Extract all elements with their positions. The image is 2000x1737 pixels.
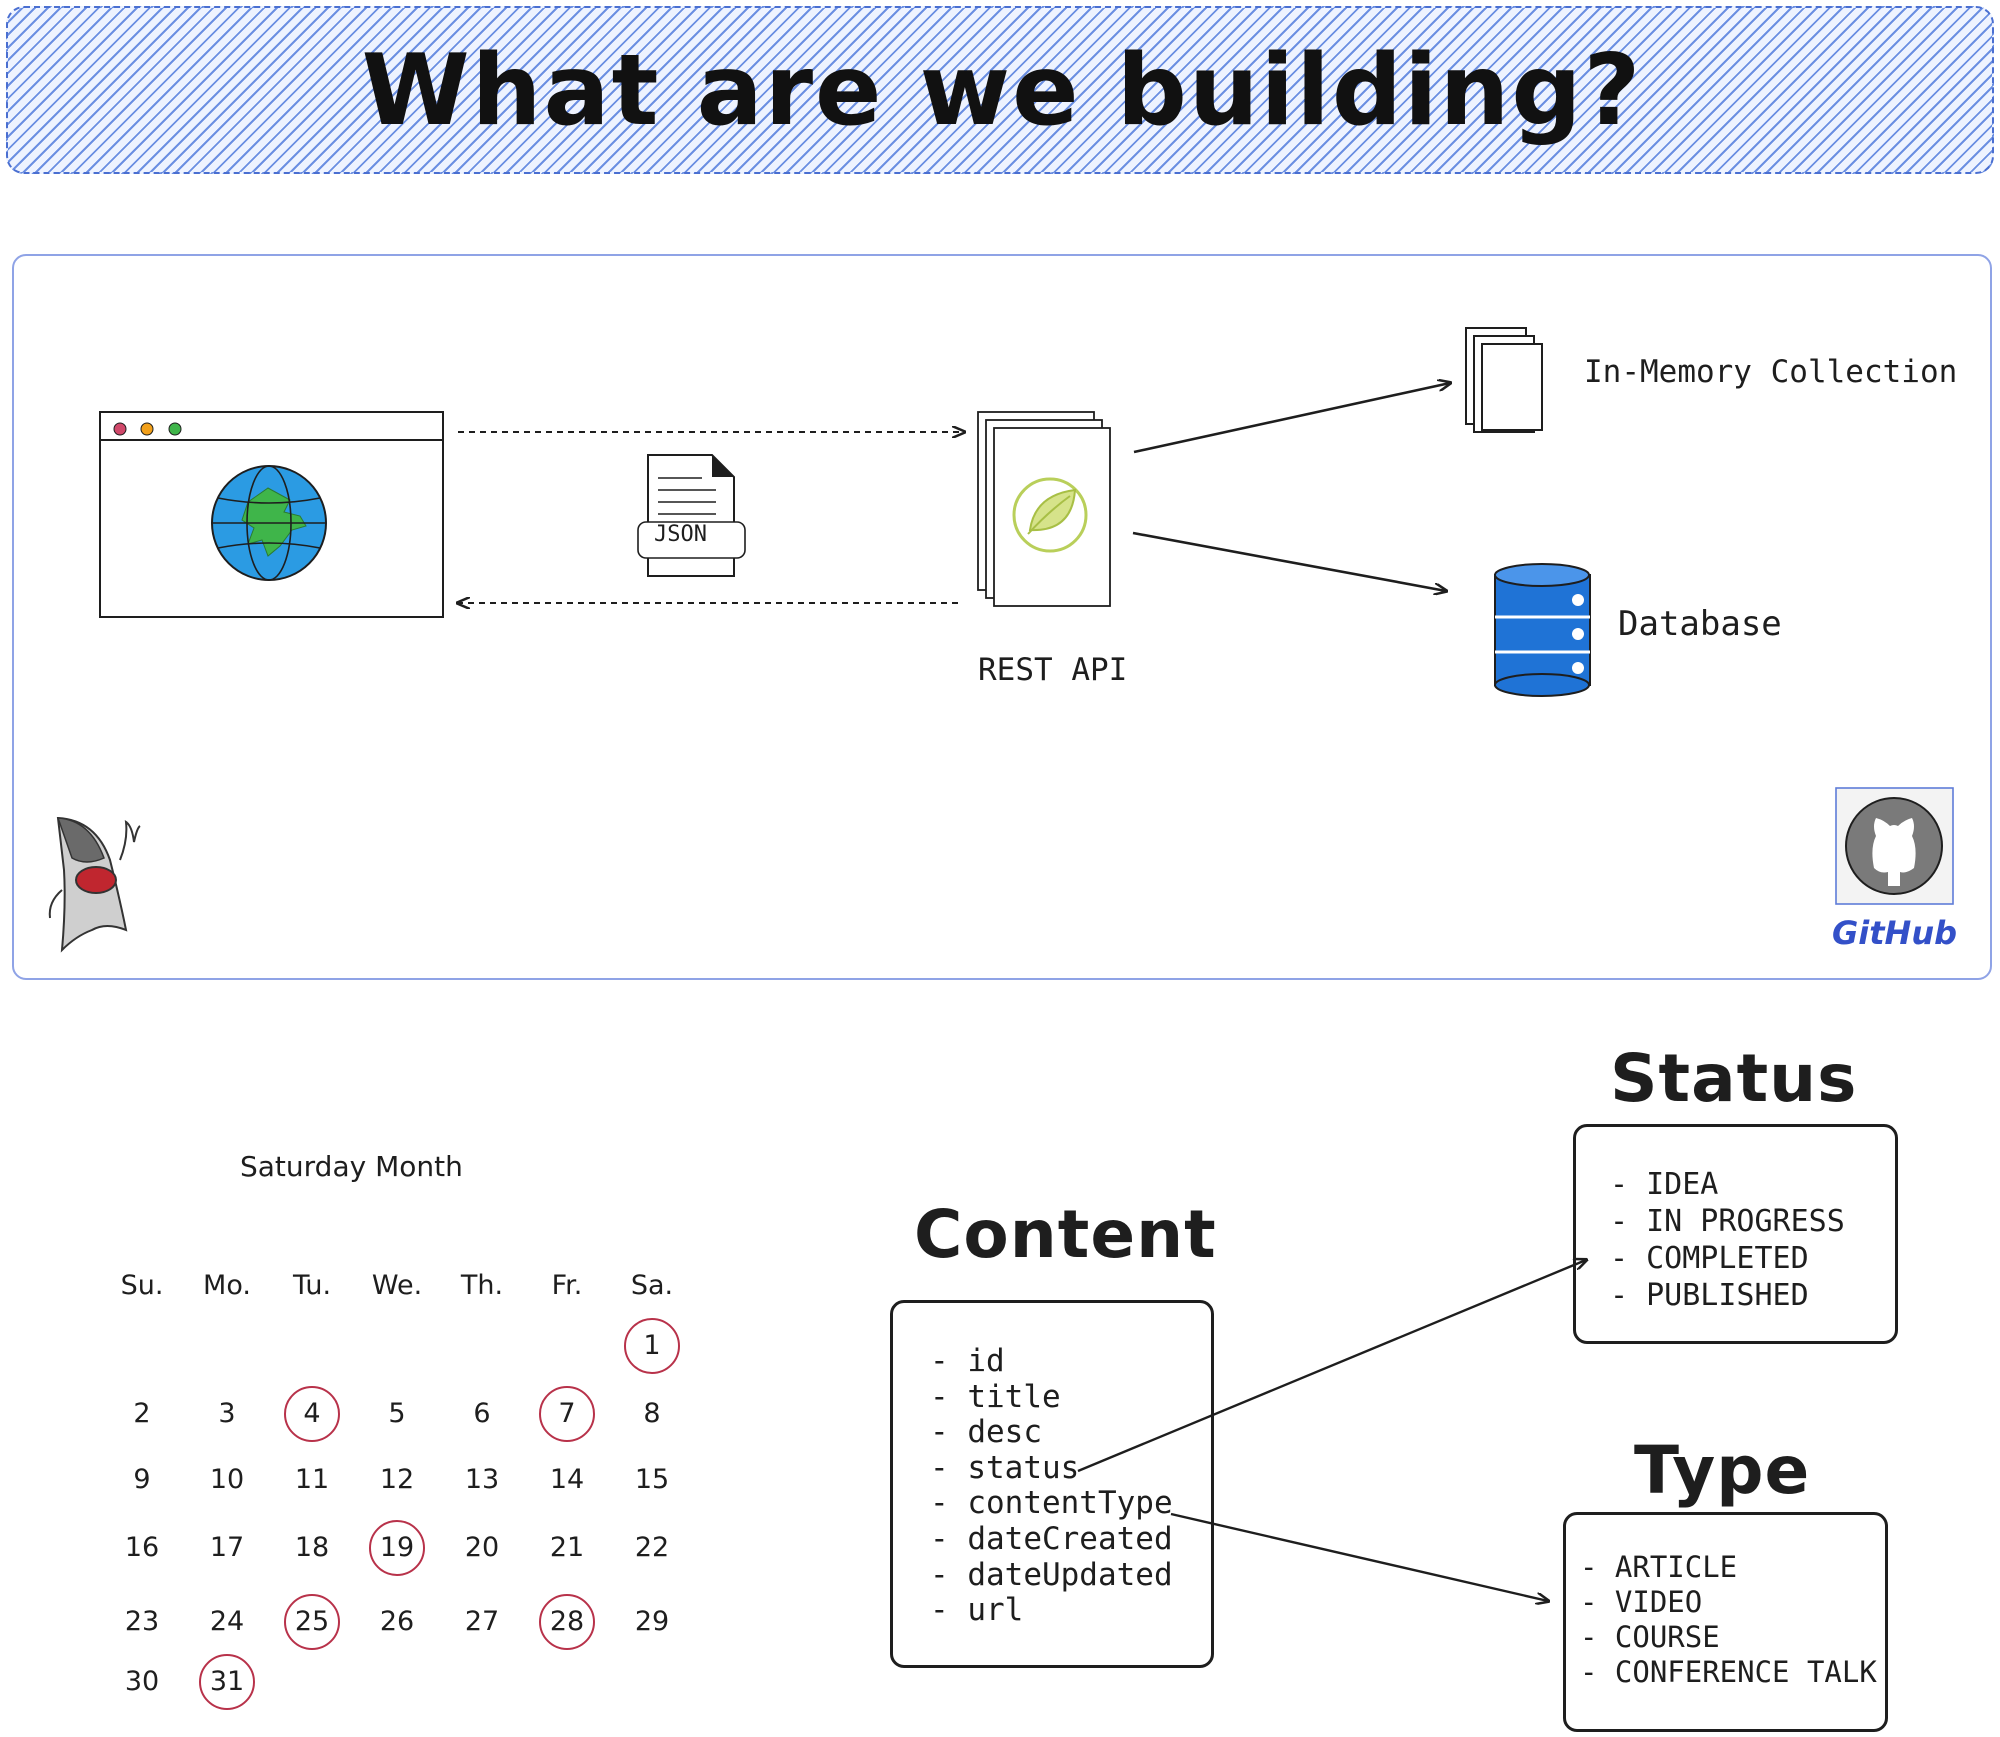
in-memory-collection-label: In-Memory Collection xyxy=(1584,354,1958,390)
calendar-day-circle xyxy=(284,1594,340,1650)
calendar-highlights xyxy=(199,1318,680,1710)
calendar-day[interactable]: 3 xyxy=(218,1398,236,1429)
spring-server-icon xyxy=(977,411,1111,607)
github-label[interactable]: GitHub xyxy=(1832,914,1957,952)
type-value: VIDEO xyxy=(1580,1585,1877,1620)
calendar-day[interactable]: 16 xyxy=(124,1532,160,1563)
status-value: COMPLETED xyxy=(1610,1240,1845,1277)
calendar-day-circle xyxy=(369,1520,425,1576)
calendar-day[interactable]: 18 xyxy=(294,1532,330,1563)
calendar-day[interactable]: 7 xyxy=(558,1398,576,1429)
calendar-day[interactable]: 19 xyxy=(379,1532,415,1563)
api-to-memory-arrow xyxy=(1133,383,1450,454)
calendar-day[interactable]: 29 xyxy=(634,1606,670,1637)
status-value: IN PROGRESS xyxy=(1610,1203,1845,1240)
type-box xyxy=(1563,1512,1888,1732)
calendar-day[interactable]: 30 xyxy=(124,1666,160,1697)
json-document-icon xyxy=(637,454,746,577)
calendar-weekday: Th. xyxy=(460,1270,504,1301)
calendar-day[interactable]: 14 xyxy=(549,1464,585,1495)
calendar-day[interactable]: 15 xyxy=(634,1464,670,1495)
type-value: COURSE xyxy=(1580,1620,1877,1655)
content-field: status xyxy=(930,1450,1173,1487)
calendar-day[interactable]: 8 xyxy=(643,1398,661,1429)
calendar-weekday: We. xyxy=(371,1270,423,1301)
calendar-weekday: Fr. xyxy=(551,1270,583,1301)
calendar-day[interactable]: 26 xyxy=(379,1606,415,1637)
duke-mascot-icon xyxy=(48,816,141,953)
database-label: Database xyxy=(1618,604,1782,644)
status-title: Status xyxy=(1610,1040,1858,1117)
calendar-day[interactable]: 28 xyxy=(549,1606,585,1637)
calendar-day[interactable]: 27 xyxy=(464,1606,500,1637)
status-value: PUBLISHED xyxy=(1610,1277,1845,1314)
content-title: Content xyxy=(914,1196,1217,1273)
calendar-title: Saturday Month xyxy=(240,1150,463,1183)
content-field: id xyxy=(930,1343,1173,1380)
calendar-day[interactable]: 24 xyxy=(209,1606,245,1637)
type-title: Type xyxy=(1634,1432,1811,1509)
calendar-day[interactable]: 1 xyxy=(643,1330,661,1361)
calendar-day-circle xyxy=(624,1318,680,1374)
page-title: What are we building? xyxy=(361,34,1643,148)
content-field-list: id title desc status contentType dateCre… xyxy=(930,1343,1173,1629)
calendar-day[interactable]: 25 xyxy=(294,1606,330,1637)
calendar-day[interactable]: 4 xyxy=(303,1398,321,1429)
architecture-frame xyxy=(12,254,1992,980)
calendar-weekday: Sa. xyxy=(630,1270,674,1301)
type-value: CONFERENCE TALK xyxy=(1580,1655,1877,1690)
content-field: dateCreated xyxy=(930,1521,1172,1558)
calendar-day[interactable]: 17 xyxy=(209,1532,245,1563)
api-to-database-arrow xyxy=(1132,531,1446,591)
calendar-day-circle xyxy=(199,1654,255,1710)
calendar-day[interactable]: 5 xyxy=(388,1398,406,1429)
status-value: IDEA xyxy=(1610,1166,1845,1203)
document-stack-icon xyxy=(1465,327,1543,433)
type-value: ARTICLE xyxy=(1580,1550,1877,1585)
calendar-day[interactable]: 22 xyxy=(634,1532,670,1563)
calendar-day-circle xyxy=(539,1594,595,1650)
calendar-day[interactable]: 9 xyxy=(133,1464,151,1495)
calendar-day[interactable]: 31 xyxy=(209,1666,245,1697)
rest-api-label: REST API xyxy=(978,652,1128,688)
calendar-day[interactable]: 23 xyxy=(124,1606,160,1637)
calendar-weekday: Tu. xyxy=(292,1270,332,1301)
json-label: JSON xyxy=(654,522,707,547)
calendar-day[interactable]: 12 xyxy=(379,1464,415,1495)
calendar-day[interactable]: 2 xyxy=(133,1398,151,1429)
calendar-day[interactable]: 6 xyxy=(473,1398,491,1429)
content-field: url xyxy=(930,1593,1173,1629)
calendar-day[interactable]: 11 xyxy=(294,1464,330,1495)
calendar-day[interactable]: 20 xyxy=(464,1532,500,1563)
calendar-day-circle xyxy=(284,1386,340,1442)
github-icon[interactable] xyxy=(1835,787,1954,905)
calendar-weekday: Su. xyxy=(120,1270,164,1301)
title-banner: What are we building? xyxy=(6,6,1994,174)
type-link-arrow xyxy=(1170,1512,1548,1601)
content-field: dateUpdated xyxy=(930,1557,1172,1594)
calendar-day[interactable]: 21 xyxy=(549,1532,585,1563)
database-icon xyxy=(1494,563,1591,697)
calendar-day[interactable]: 13 xyxy=(464,1464,500,1495)
type-value-list: ARTICLE VIDEO COURSE CONFERENCE TALK xyxy=(1580,1550,1877,1690)
content-box xyxy=(890,1300,1214,1668)
calendar-weekday: Mo. xyxy=(203,1270,251,1301)
globe-icon xyxy=(211,465,327,581)
content-field: contentType xyxy=(930,1486,1172,1522)
calendar-day-circle xyxy=(539,1386,595,1442)
content-field: desc xyxy=(930,1415,1173,1451)
status-value-list: IDEA IN PROGRESS COMPLETED PUBLISHED xyxy=(1610,1166,1845,1314)
content-field: title xyxy=(930,1379,1173,1416)
status-box xyxy=(1573,1124,1898,1344)
calendar-day[interactable]: 10 xyxy=(209,1464,245,1495)
